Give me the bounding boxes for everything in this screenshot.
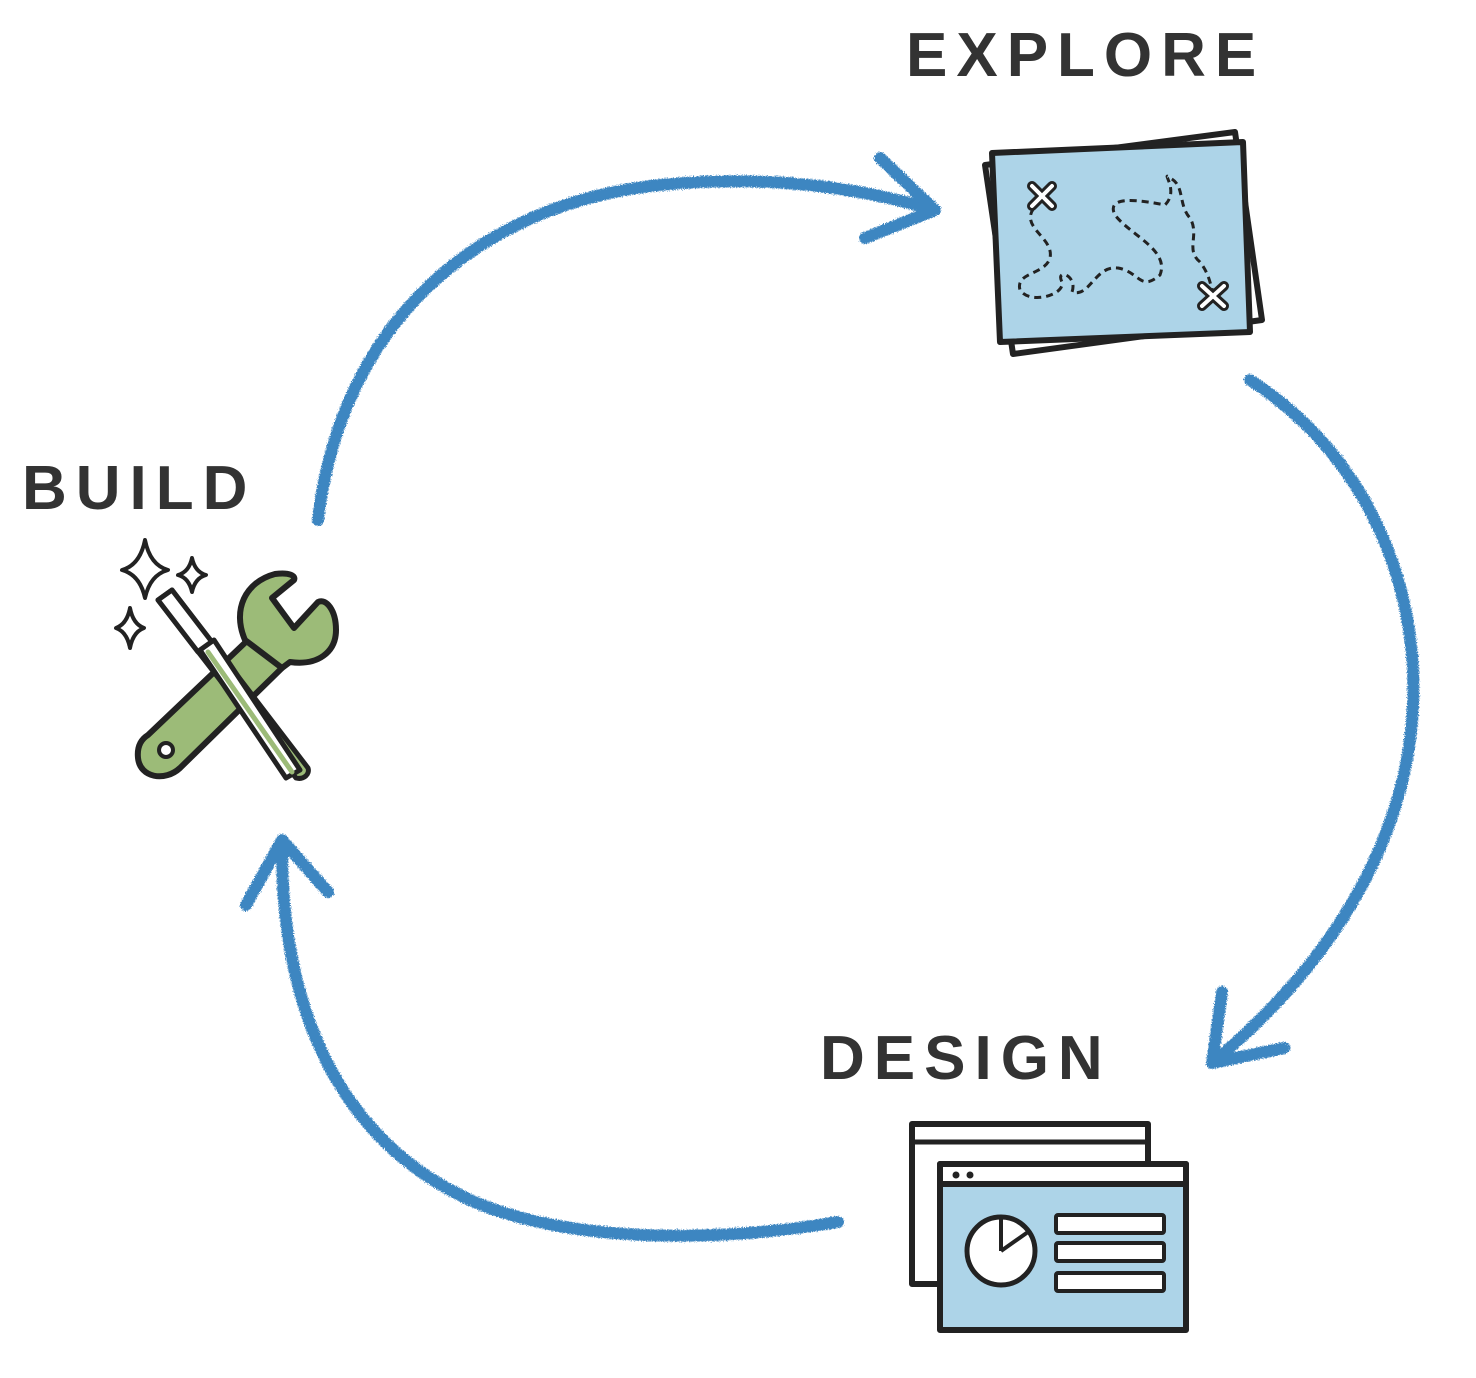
- text-bar: [1054, 1213, 1166, 1235]
- treasure-map-icon: [982, 129, 1265, 357]
- arrow-explore-to-design: [1206, 374, 1420, 1069]
- stage-label-build: BUILD: [22, 454, 257, 523]
- arrow-build-to-explore: [312, 152, 941, 526]
- pie-chart-icon: [964, 1214, 1038, 1288]
- sparkle-icon: [176, 556, 208, 594]
- sparkle-icon: [114, 606, 146, 650]
- text-bar: [1054, 1241, 1166, 1263]
- arrow-design-to-build: [240, 834, 844, 1242]
- browser-windows-icon: [909, 1121, 1189, 1333]
- wrench-icon: [134, 570, 339, 780]
- text-bar: [1054, 1271, 1166, 1293]
- stage-label-explore: EXPLORE: [906, 21, 1266, 90]
- magic-wand-icon: [155, 587, 311, 781]
- sparkle-icon: [120, 538, 170, 600]
- stage-label-design: DESIGN: [820, 1024, 1112, 1093]
- wrench-and-wand-icon: [114, 538, 339, 781]
